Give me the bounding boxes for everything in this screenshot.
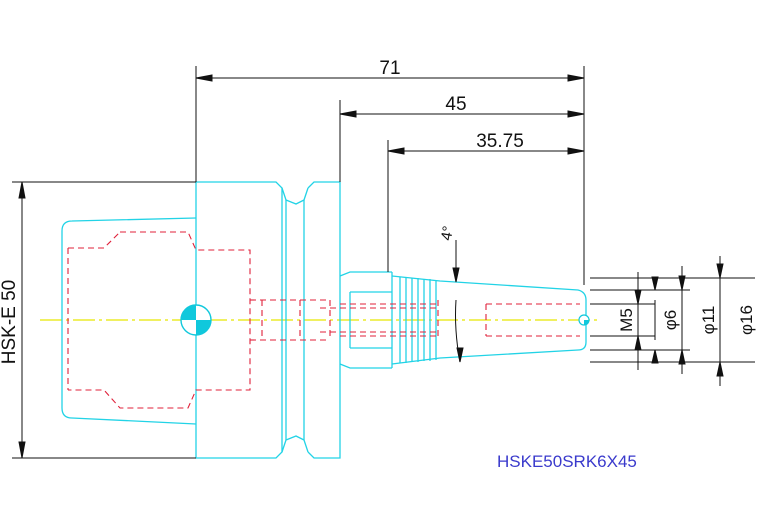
dim-nose-diameter: φ11 bbox=[699, 306, 718, 335]
dim-overall-length: 71 bbox=[379, 58, 400, 79]
dimension-lines bbox=[12, 66, 755, 459]
part-number-label: HSKE50SRK6X45 bbox=[497, 452, 637, 471]
dim-taper-angle: 4° bbox=[438, 225, 457, 242]
tool-outline bbox=[61, 181, 587, 459]
tip-marker bbox=[578, 314, 590, 326]
internal-bore-hidden bbox=[67, 231, 580, 409]
dim-outer-diameter: φ16 bbox=[737, 305, 756, 335]
dim-thread: M5 bbox=[617, 308, 636, 332]
dim-bore-diameter: φ6 bbox=[661, 310, 680, 330]
gauge-point-marker bbox=[180, 304, 212, 336]
dim-gauge-to-tip: 45 bbox=[445, 94, 466, 115]
dim-interface: HSK-E 50 bbox=[0, 280, 20, 364]
dim-shank-length: 35.75 bbox=[476, 131, 524, 152]
